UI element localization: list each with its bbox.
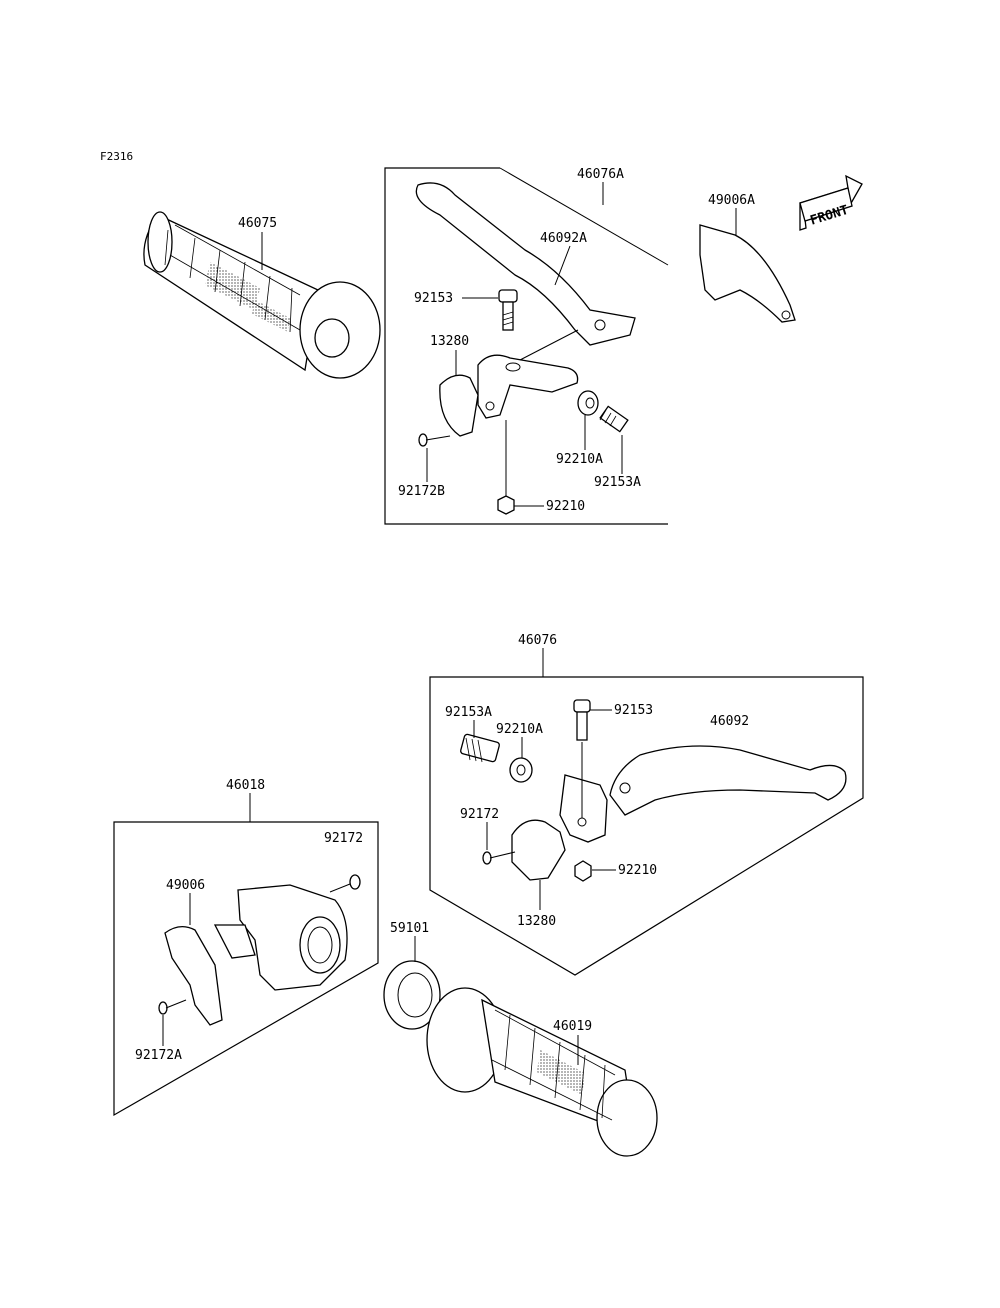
label-46075: 46075	[238, 216, 277, 231]
adjuster-92153A-top	[599, 405, 629, 433]
holder-bottom	[511, 774, 608, 881]
nut-92210A-bottom	[509, 757, 533, 783]
label-49006: 49006	[166, 878, 205, 893]
clamp-13280-top	[439, 374, 479, 437]
label-92153-top: 92153	[414, 291, 453, 306]
label-46076: 46076	[518, 633, 557, 648]
collar-59101	[383, 960, 441, 1030]
grip-46019	[426, 987, 658, 1157]
bolt-92153-bottom	[573, 699, 591, 741]
screw-92172-box	[329, 874, 361, 893]
label-92153-bottom: 92153	[614, 703, 653, 718]
nut-92210-bottom	[574, 860, 592, 882]
label-59101: 59101	[390, 921, 429, 936]
grip-46075	[143, 211, 381, 379]
assembly-box-46018	[113, 821, 379, 1117]
label-92153A-top: 92153A	[594, 475, 641, 490]
label-46018: 46018	[226, 778, 265, 793]
label-92210A-top: 92210A	[556, 452, 603, 467]
label-92153A-bottom: 92153A	[445, 705, 492, 720]
adjuster-92153A-bottom	[460, 733, 500, 763]
diagram-code: F2316	[100, 150, 133, 163]
label-92210-bottom: 92210	[618, 863, 657, 878]
label-92172-bottom: 92172	[460, 807, 499, 822]
label-46019: 46019	[553, 1019, 592, 1034]
lever-46092	[609, 745, 847, 816]
label-92172A: 92172A	[135, 1048, 182, 1063]
label-46092: 46092	[710, 714, 749, 729]
holder-top	[477, 354, 579, 419]
nut-92210A-top	[577, 390, 599, 416]
screw-92172-bottom	[482, 851, 516, 865]
label-13280-bottom: 13280	[517, 914, 556, 929]
nut-92210-top	[497, 495, 515, 515]
label-46076A: 46076A	[577, 167, 624, 182]
throttle-housing	[213, 884, 348, 991]
screw-92172A	[158, 999, 187, 1015]
bolt-92153-top	[498, 289, 518, 331]
label-49006A: 49006A	[708, 193, 755, 208]
label-92210-top: 92210	[546, 499, 585, 514]
cover-49006A	[699, 224, 796, 323]
label-13280-top: 13280	[430, 334, 469, 349]
cover-49006	[164, 926, 223, 1026]
label-92210A-bottom: 92210A	[496, 722, 543, 737]
label-46092A: 46092A	[540, 231, 587, 246]
label-92172B: 92172B	[398, 484, 445, 499]
lever-46092A	[415, 182, 636, 346]
front-arrow-icon: FRONT	[799, 174, 863, 231]
label-92172-box: 92172	[324, 831, 363, 846]
screw-92172B	[418, 433, 451, 447]
assembly-box-46076	[429, 676, 864, 976]
assembly-box-46076A	[384, 167, 668, 525]
